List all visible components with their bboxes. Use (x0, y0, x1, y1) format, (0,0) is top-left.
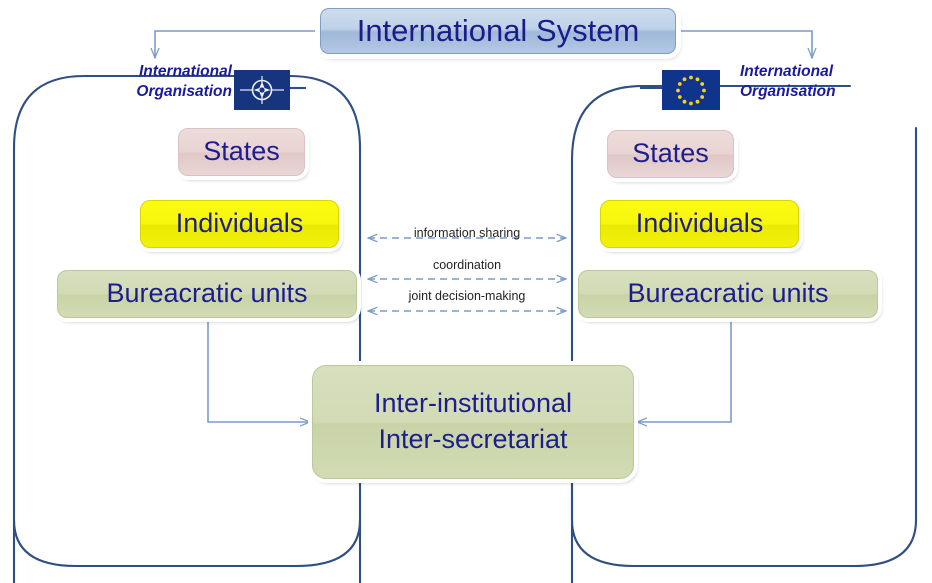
left-states-label: States (203, 136, 280, 167)
right-organisation-caption-line1: International (740, 63, 834, 80)
left-individuals-box[interactable]: Individuals (140, 200, 339, 248)
right-bureaucratic-units-label: Bureacratic units (627, 278, 829, 309)
right-individuals-label: Individuals (635, 208, 764, 239)
nato-flag-icon (234, 70, 290, 110)
right-organisation-caption-line2: Organisation (740, 83, 836, 101)
left-organisation-caption-line1: International (138, 63, 232, 80)
right-individuals-box[interactable]: Individuals (600, 200, 799, 248)
arrow-system-to-left-org (155, 30, 318, 58)
eu-flag-icon (662, 70, 720, 110)
center-box-line1: Inter-institutional (373, 388, 573, 419)
arrow-left-units-to-center (207, 317, 310, 422)
bridge-label-information-sharing: information sharing (413, 226, 521, 240)
international-system-label: International System (356, 13, 640, 49)
left-individuals-label: Individuals (175, 208, 304, 239)
left-organisation-caption-line2: Organisation (136, 83, 232, 101)
right-states-box[interactable]: States (607, 130, 734, 178)
right-organisation-caption: International Organisation (740, 62, 900, 103)
center-box-line2: Inter-secretariat (378, 424, 568, 454)
arrow-system-to-right-org (676, 30, 812, 58)
left-bureaucratic-units-box[interactable]: Bureacratic units (57, 270, 357, 318)
left-states-box[interactable]: States (178, 128, 305, 176)
right-bureaucratic-units-box[interactable]: Bureacratic units (578, 270, 878, 318)
left-bureaucratic-units-label: Bureacratic units (106, 278, 308, 309)
left-organisation-caption: International Organisation (90, 62, 232, 103)
bridge-label-joint-decision-making: joint decision-making (408, 289, 526, 303)
international-system-box[interactable]: International System (320, 8, 676, 54)
right-states-label: States (632, 138, 709, 169)
arrow-right-units-to-center (637, 317, 732, 422)
inter-institutional-secretariat-box[interactable]: Inter-institutional Inter-secretariat (312, 365, 634, 479)
bridge-label-coordination: coordination (432, 258, 502, 272)
